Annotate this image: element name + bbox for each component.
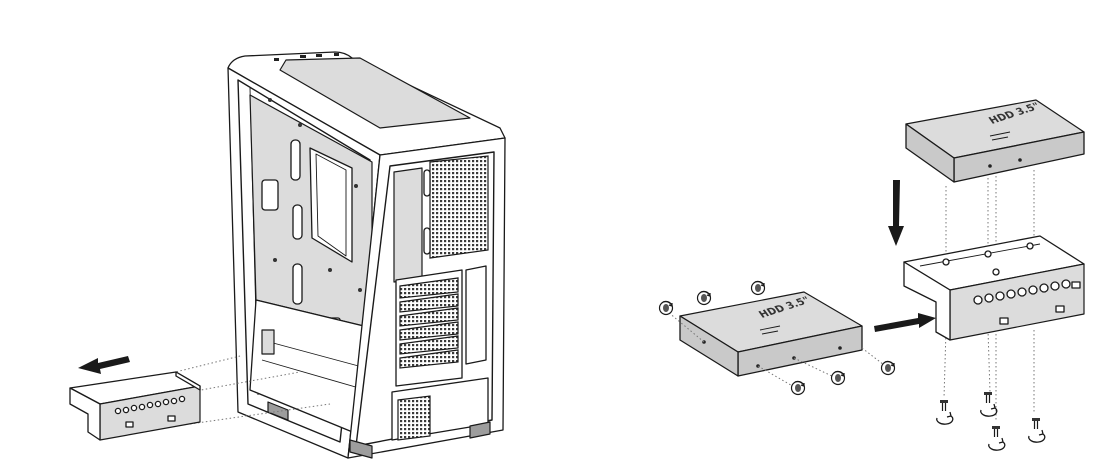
top-io-ports [274, 53, 339, 61]
hdd-side: HDD 3.5" [667, 291, 889, 389]
hdd-cage [903, 235, 1085, 341]
screw-icon [880, 360, 896, 376]
rotate-clockwise-icon [936, 399, 954, 425]
rotate-clockwise-icon [988, 425, 1006, 451]
arrow-left-icon [78, 356, 130, 374]
arrow-down-icon [888, 180, 904, 246]
hdd-top: HDD 3.5" [905, 99, 1085, 183]
bottom-screws [936, 391, 1046, 451]
expansion-slots [395, 265, 487, 387]
screw-icon [750, 280, 766, 296]
rotate-clockwise-icon [980, 391, 998, 417]
cage-grommets [114, 395, 186, 415]
pc-case [227, 51, 506, 459]
screw-icon [696, 290, 712, 306]
rear-fan-grille [429, 155, 489, 259]
screw-icon [658, 300, 674, 316]
rotate-clockwise-icon [1028, 417, 1046, 443]
arrow-right-icon [874, 313, 936, 332]
screw-icon [790, 380, 806, 396]
hdd-cage-removed [69, 371, 201, 441]
cage-grommets-right [973, 279, 1071, 305]
screw-icon [830, 370, 846, 386]
